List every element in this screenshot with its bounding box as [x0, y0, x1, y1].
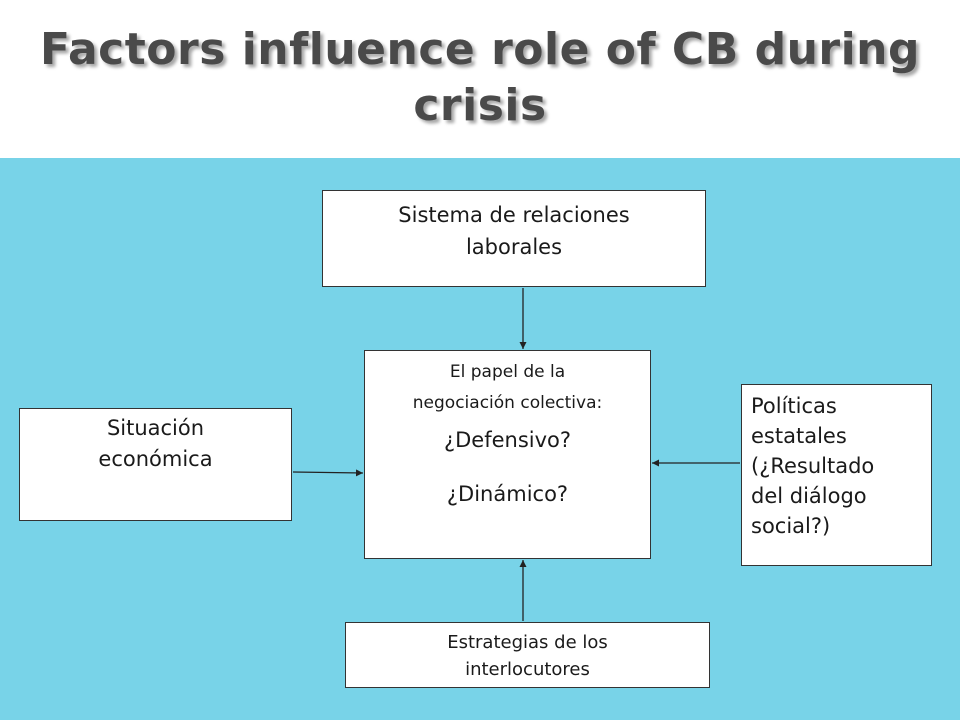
- node-right-line-2: estatales: [751, 424, 847, 448]
- node-left-line-2: económica: [98, 447, 213, 471]
- node-right-line-3: (¿Resultado: [751, 454, 875, 478]
- node-papel-negociacion-colectiva: El papel de la negociación colectiva: ¿D…: [364, 350, 651, 559]
- node-right-line-4: del diálogo: [751, 484, 867, 508]
- node-sistema-relaciones-laborales: Sistema de relaciones laborales: [322, 190, 706, 287]
- node-right-line-1: Políticas: [751, 394, 837, 418]
- node-right-line-5: social?): [751, 514, 831, 538]
- slide-title-line-1: Factors influence role of CB during: [39, 24, 920, 75]
- node-left-line-1: Situación: [106, 416, 205, 440]
- node-top-line-2: laborales: [465, 235, 563, 259]
- node-center-line-2: negociación colectiva:: [412, 393, 603, 413]
- node-center-question-defensivo: ¿Defensivo?: [443, 428, 572, 452]
- node-center-line-1: El papel de la: [449, 362, 566, 382]
- node-estrategias-interlocutores: Estrategias de los interlocutores: [345, 622, 710, 688]
- title-area: Factors influence role of CB during cris…: [0, 0, 960, 158]
- slide-title: Factors influence role of CB during cris…: [20, 22, 940, 134]
- node-center-spacer: [365, 456, 650, 479]
- node-bottom-line-2: interlocutores: [465, 659, 590, 680]
- node-bottom-line-1: Estrategias de los: [447, 632, 608, 653]
- node-situacion-economica: Situación económica: [19, 408, 292, 521]
- node-center-question-dinamico: ¿Dinámico?: [446, 482, 569, 506]
- slide-title-line-2: crisis: [413, 80, 547, 131]
- node-top-line-1: Sistema de relaciones: [398, 203, 630, 227]
- node-politicas-estatales: Políticas estatales (¿Resultado del diál…: [741, 384, 932, 566]
